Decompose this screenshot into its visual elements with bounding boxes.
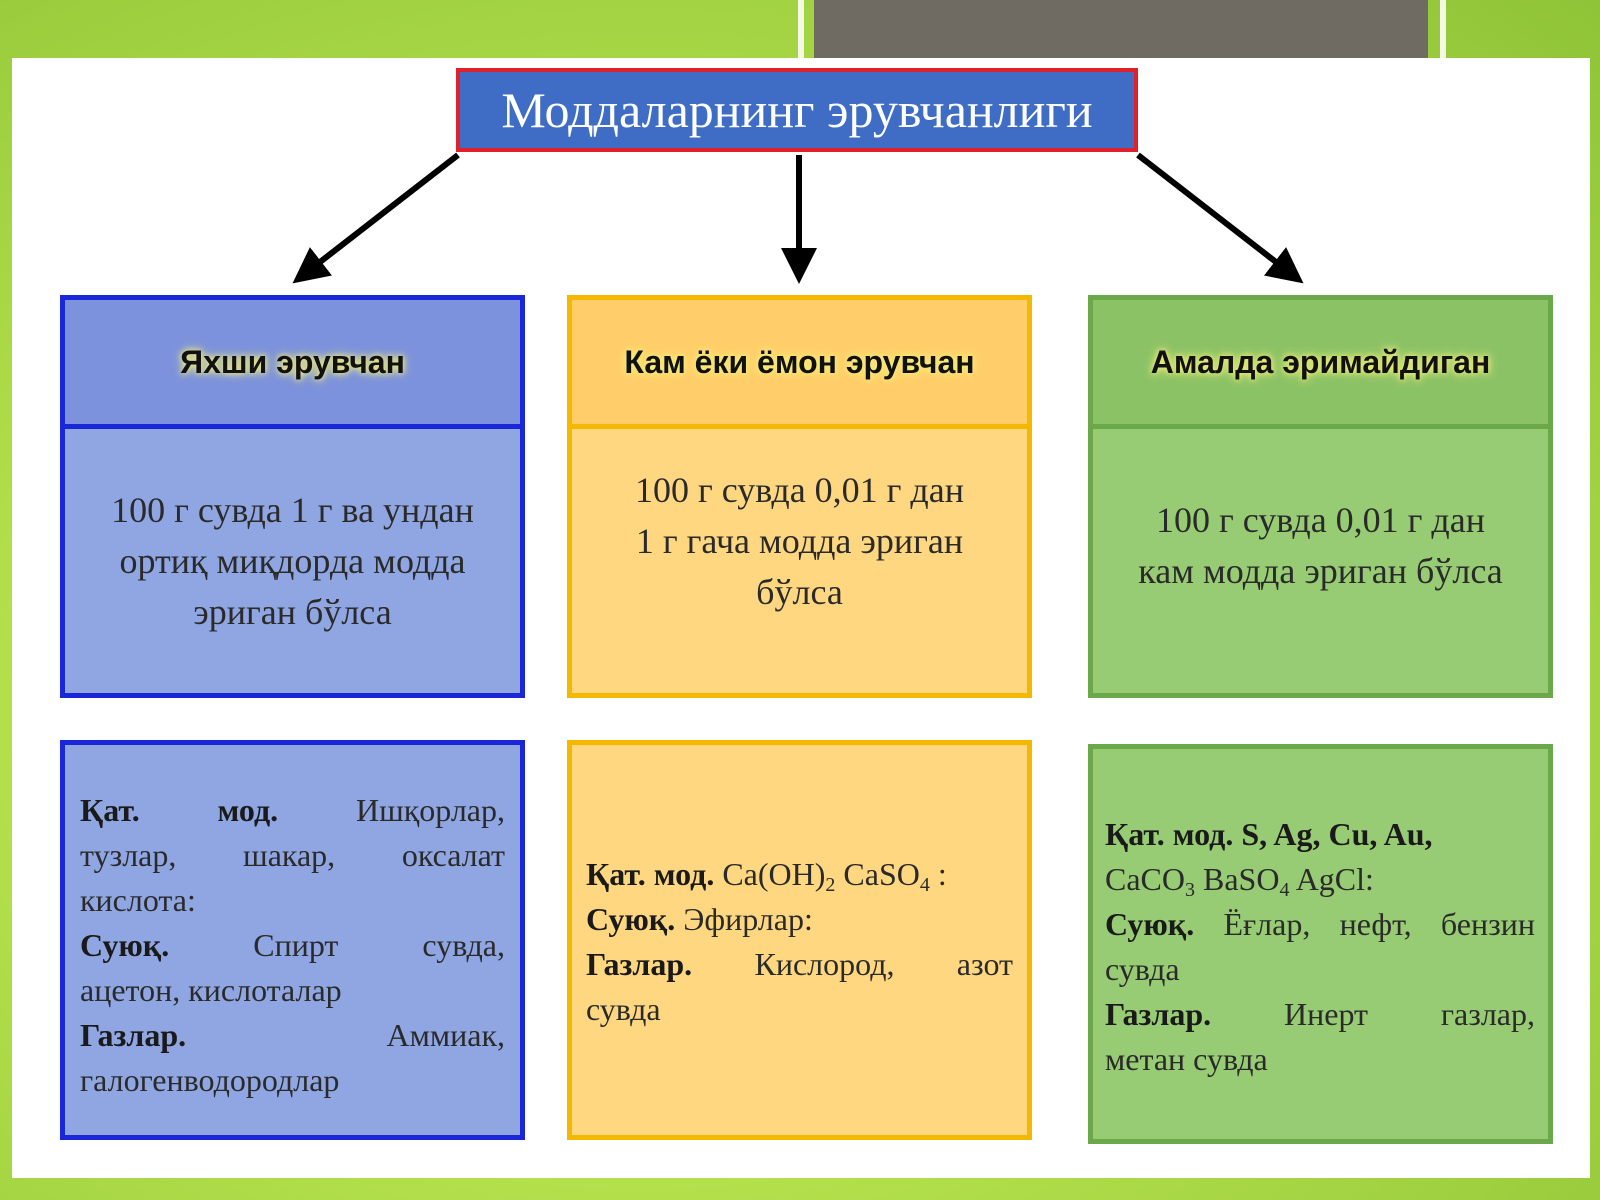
solid-label: Қат. мод. <box>80 792 279 828</box>
definition-insoluble: 100 г сувда 0,01 г дан кам модда эриган … <box>1088 424 1553 698</box>
formula: CaCO3 <box>1105 861 1195 901</box>
solid-label: Қат. мод. S, Ag, Cu, Au, <box>1105 816 1433 852</box>
gas-label: Газлар. <box>586 946 693 982</box>
definition-line: 100 г сувда 1 г ва ундан <box>111 489 474 530</box>
gas-text: галогенводородлар <box>80 1062 340 1098</box>
definition-line: кам модда эриган бўлса <box>1138 551 1503 591</box>
gas-label: Газлар. <box>1105 996 1212 1032</box>
solid-tail: : <box>937 856 947 892</box>
gas-text: метан сувда <box>1105 1041 1268 1077</box>
header-low-solubility: Кам ёки ёмон эрувчан <box>567 295 1032 429</box>
definition-line: 1 г гача модда эриган <box>635 520 964 561</box>
formula: BaSO4 <box>1203 861 1290 901</box>
gas-text: сувда <box>586 991 661 1027</box>
definition-line: ортиқ миқдорда модда <box>119 540 466 581</box>
examples-box-good-solubility <box>60 740 525 1140</box>
definition-good-solubility: 100 г сувда 1 г ва ундан ортиқ миқдорда … <box>60 424 525 698</box>
gas-label: Газлар. <box>80 1017 187 1053</box>
examples-box-insoluble <box>1088 744 1553 1144</box>
gas-text: Кислород, азот <box>754 946 1013 982</box>
examples-box-low-solubility <box>567 740 1032 1140</box>
formula: Ca(OH)2 <box>722 856 836 896</box>
formula: AgCl: <box>1295 861 1374 897</box>
liquid-text: Эфирлар: <box>683 901 813 937</box>
examples-low-solubility: Қат. мод. Ca(OH)2 CaSO4 : Суюқ. Эфирлар:… <box>586 852 1013 1032</box>
top-bar-light-left <box>798 0 804 58</box>
solid-label: Қат. мод. <box>586 856 715 892</box>
liquid-label: Суюқ. <box>586 901 676 937</box>
definition-low-solubility: 100 г сувда 0,01 г дан 1 г гача модда эр… <box>567 424 1032 698</box>
arrow-left <box>292 152 460 284</box>
definition-line: 100 г сувда 0,01 г дан <box>635 469 964 510</box>
formula: CaSO4 <box>843 856 930 896</box>
diagram-title: Моддаларнинг эрувчанлиги <box>456 68 1138 152</box>
liquid-label: Суюқ. <box>1105 906 1195 942</box>
definition-line: бўлса <box>756 571 843 612</box>
top-bar-light-right <box>1440 0 1446 58</box>
examples-insoluble: Қат. мод. S, Ag, Cu, Au, CaCO3 BaSO4 AgC… <box>1105 812 1535 1082</box>
solid-text: тузлар, шакар, оксалат <box>80 837 505 873</box>
arrow-right <box>1136 152 1304 284</box>
liquid-text: Ёғлар, нефт, бензин <box>1223 906 1535 942</box>
liquid-text: сувда <box>1105 951 1180 987</box>
examples-good-solubility: Қат. мод. Ишқорлар, тузлар, шакар, оксал… <box>80 788 505 1103</box>
solid-text: кислота: <box>80 882 196 918</box>
gas-text: Аммиак, <box>386 1017 505 1053</box>
solid-text: Ишқорлар, <box>355 792 505 828</box>
liquid-text: Спирт сувда, <box>253 927 505 963</box>
gas-text: Инерт газлар, <box>1284 996 1536 1032</box>
header-good-solubility: Яхши эрувчан <box>60 295 525 429</box>
definition-line: эриган бўлса <box>193 591 392 632</box>
header-insoluble: Амалда эримайдиган <box>1088 295 1553 429</box>
liquid-label: Суюқ. <box>80 927 170 963</box>
definition-line: 100 г сувда 0,01 г дан <box>1156 500 1485 540</box>
top-bar-dark <box>814 0 1428 58</box>
liquid-text: ацетон, кислоталар <box>80 972 342 1008</box>
